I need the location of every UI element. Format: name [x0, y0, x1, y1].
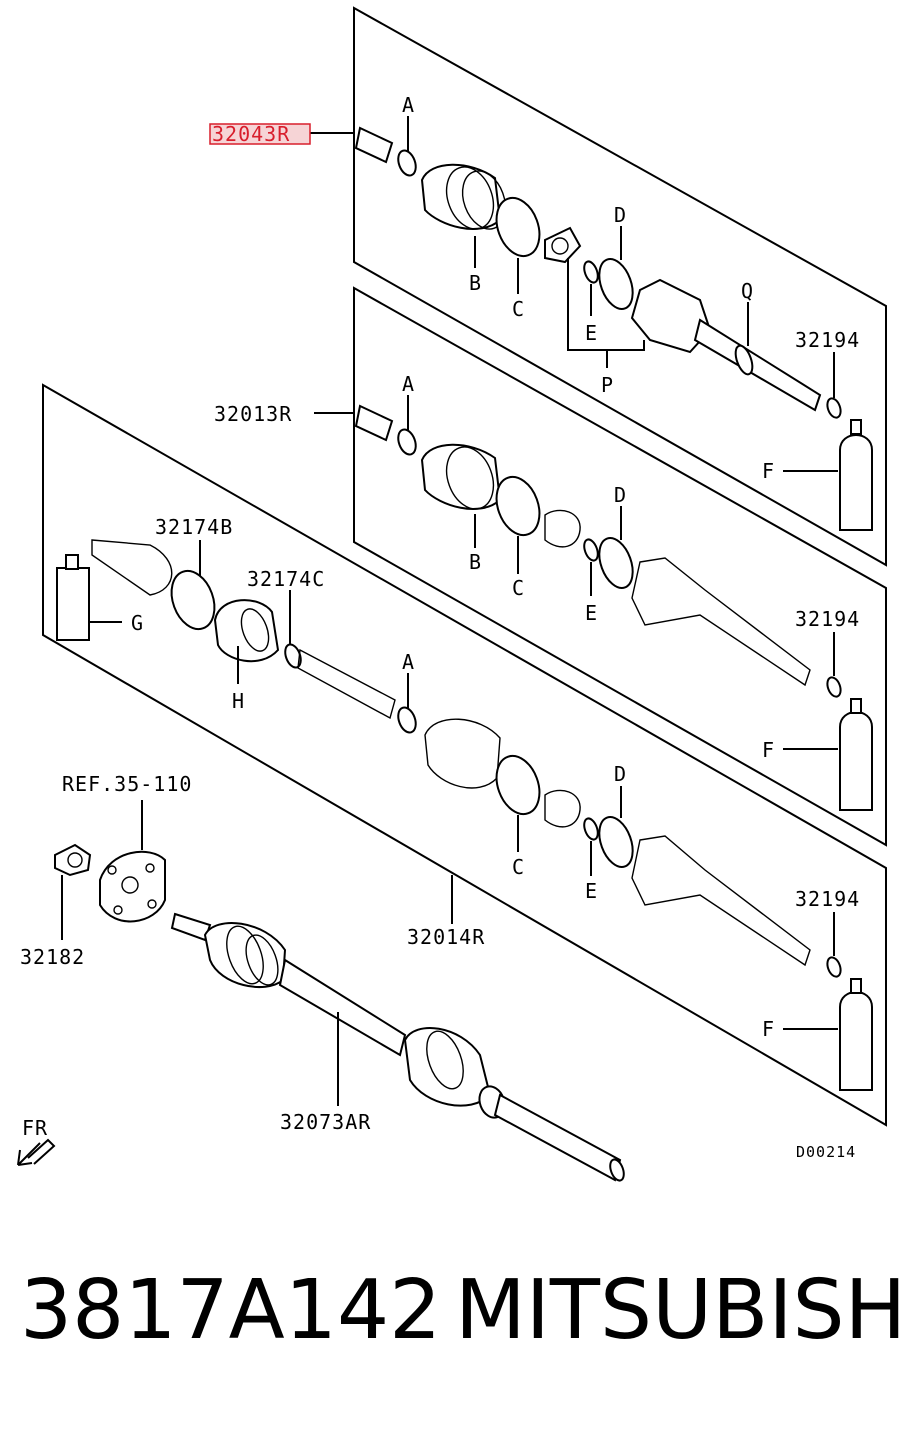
part-label-32194-low[interactable]: 32194 [795, 887, 860, 911]
callout-b-mid: B [469, 550, 482, 574]
caption-brand: MITSUBISHI [455, 1263, 909, 1358]
part-label-32194-mid[interactable]: 32194 [795, 607, 860, 631]
part-label-32174C[interactable]: 32174C [247, 567, 325, 591]
callout-a-low: A [402, 650, 415, 674]
callout-d-top: D [614, 203, 627, 227]
callout-b-top: B [469, 271, 482, 295]
callout-a-top: A [402, 93, 415, 117]
part-label-ref-35-110[interactable]: REF.35-110 [62, 772, 192, 796]
lower-panel-parts [56, 539, 873, 1091]
panel-top [353, 6, 887, 567]
middle-panel-parts [314, 395, 873, 811]
top-panel-parts [310, 116, 873, 531]
panel-lower [42, 383, 887, 1127]
part-label-32014R[interactable]: 32014R [407, 925, 485, 949]
callout-g: G [131, 611, 144, 635]
part-label-32043R[interactable]: 32043R [212, 122, 290, 146]
callout-c-low: C [512, 855, 525, 879]
callout-f-mid: F [762, 738, 775, 762]
callout-c-mid: C [512, 576, 525, 600]
callout-d-low: D [614, 762, 627, 786]
callout-e-top: E [585, 321, 598, 345]
panel-middle [353, 286, 887, 847]
part-label-32013R[interactable]: 32013R [214, 402, 292, 426]
callout-p: P [601, 373, 614, 397]
callout-e-mid: E [585, 601, 598, 625]
part-label-32182[interactable]: 32182 [20, 945, 85, 969]
assembled-driveshaft [17, 800, 625, 1182]
caption-part-number: 3817A142 [20, 1263, 441, 1358]
callout-f-top: F [762, 459, 775, 483]
callout-q: Q [741, 279, 754, 303]
callout-a-mid: A [402, 372, 415, 396]
callout-c-top: C [512, 297, 525, 321]
front-indicator: FR [22, 1116, 48, 1140]
highlighted-part-label[interactable]: 32043R [209, 122, 311, 146]
part-label-32073AR[interactable]: 32073AR [280, 1110, 371, 1134]
callout-h: H [232, 689, 245, 713]
callout-f-low: F [762, 1017, 775, 1041]
callout-e-low: E [585, 879, 598, 903]
part-label-32174B[interactable]: 32174B [155, 515, 233, 539]
part-label-32194-top[interactable]: 32194 [795, 328, 860, 352]
callout-d-mid: D [614, 483, 627, 507]
diagram-code: D00214 [796, 1143, 856, 1161]
